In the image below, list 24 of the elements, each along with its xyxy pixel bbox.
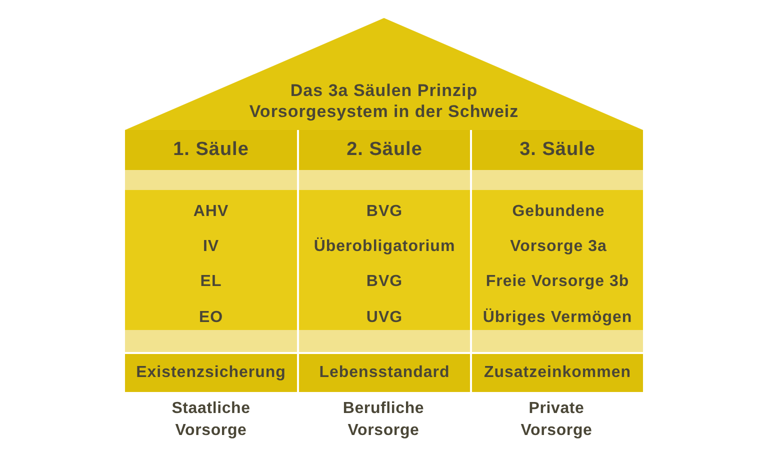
pillar-caption: Berufliche Vorsorge xyxy=(342,399,426,441)
list-item: EO xyxy=(198,308,224,328)
list-item: UVG xyxy=(365,308,404,328)
base-label: Zusatzeinkommen xyxy=(482,364,632,382)
base-label: Existenzsicherung xyxy=(135,364,287,382)
list-item: IV xyxy=(202,237,220,257)
list-item: EL xyxy=(199,272,223,292)
list-item: Überobligatorium xyxy=(312,236,456,257)
list-item: BVG xyxy=(365,202,404,222)
pillar-column xyxy=(470,130,643,392)
pillar-heading: 3. Säule xyxy=(518,139,596,161)
pillar-caption: Staatliche Vorsorge xyxy=(170,399,252,441)
roof-title: Das 3a Säulen Prinzip Vorsorgesystem in der Schweiz xyxy=(248,80,520,122)
base-label: Lebensstandard xyxy=(318,364,451,382)
pillar-column xyxy=(125,130,297,392)
list-item: Gebundene Vorsorge 3a xyxy=(509,202,608,257)
list-item: AHV xyxy=(192,202,230,222)
pillar-caption: Private Vorsorge xyxy=(520,399,594,441)
pillar-heading: 2. Säule xyxy=(346,139,424,161)
pillar-column xyxy=(297,130,470,392)
pillar-heading: 1. Säule xyxy=(172,139,250,161)
list-item: Übriges Vermögen xyxy=(482,307,634,328)
list-item: BVG xyxy=(365,272,404,292)
list-item: Freie Vorsorge 3b xyxy=(484,272,630,292)
